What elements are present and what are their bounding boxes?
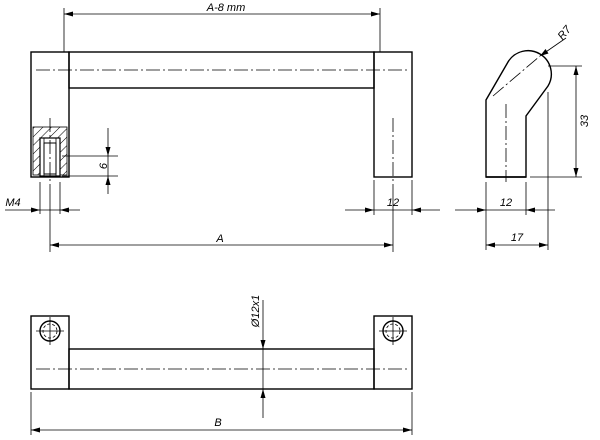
dim-thread: M4 xyxy=(5,197,20,209)
dim-a: A xyxy=(215,233,223,245)
side-arrowheads xyxy=(477,49,579,248)
top-view xyxy=(30,315,413,390)
dim-a-minus-8: A-8 mm xyxy=(206,2,246,14)
front-arrowheads xyxy=(31,11,421,248)
dim-side-depth: 17 xyxy=(511,232,524,244)
right-leg xyxy=(373,51,413,178)
dim-b: B xyxy=(214,417,221,429)
dim-front-width: 12 xyxy=(387,197,399,209)
side-profile xyxy=(485,49,553,178)
front-dimensions xyxy=(5,8,440,252)
dim-radius: R7 xyxy=(556,23,575,42)
left-leg xyxy=(30,51,70,178)
side-view xyxy=(485,49,553,178)
dim-diameter: Ø12x1 xyxy=(250,295,262,328)
front-centerlines xyxy=(36,69,408,182)
top-arrowheads xyxy=(31,340,412,433)
front-view xyxy=(30,51,413,178)
dim-height: 33 xyxy=(579,114,591,127)
top-centerlines xyxy=(36,317,408,370)
top-dimensions xyxy=(30,300,413,435)
dim-thread-depth: 6 xyxy=(98,162,110,169)
side-centerlines xyxy=(492,55,541,182)
side-dimensions xyxy=(455,37,582,250)
dim-side-width: 12 xyxy=(500,197,512,209)
